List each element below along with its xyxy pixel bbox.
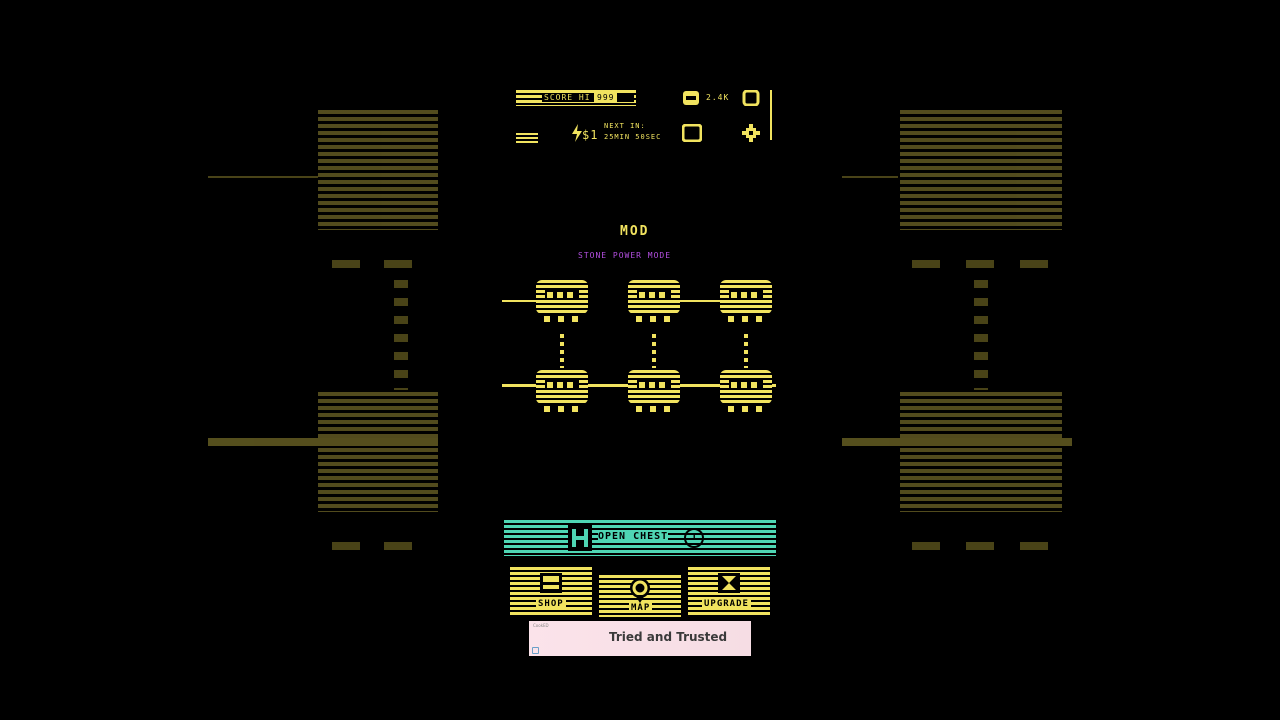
connector-vertical [560, 334, 564, 368]
ad-banner[interactable]: CookED Tried and Trusted [529, 621, 751, 656]
stage-node-glyph [637, 290, 671, 300]
stage-node[interactable] [720, 370, 772, 414]
settings-gear-icon[interactable] [742, 124, 760, 146]
score-label: SCORE HI [544, 93, 591, 102]
score-value: 999 [594, 93, 618, 102]
next-in-label: NEXT IN: [604, 122, 646, 130]
connector-vertical [744, 334, 748, 368]
gem-icon [742, 89, 760, 107]
backdrop-block [318, 110, 438, 230]
backdrop-leg [394, 280, 408, 390]
stage-map [502, 278, 778, 428]
backdrop-foot [912, 260, 940, 268]
open-chest-label: OPEN CHEST [598, 531, 669, 542]
shop-icon [540, 573, 562, 597]
backdrop-block [318, 392, 438, 512]
coin-icon [682, 90, 700, 106]
stage-node-legs [542, 316, 582, 324]
lightning-icon [570, 124, 584, 146]
stage-node-glyph [637, 380, 671, 390]
coins-value: 2.4K [706, 93, 730, 102]
backdrop-foot [384, 542, 412, 550]
backdrop-leg [974, 280, 988, 390]
backdrop-line [208, 438, 438, 446]
map-button[interactable]: MAP [599, 575, 681, 617]
right-backdrop-panel [842, 110, 1072, 580]
stage-node-glyph [729, 380, 763, 390]
upgrade-button[interactable]: UPGRADE [688, 567, 770, 615]
connector-line [680, 300, 720, 302]
game-screen: SCORE HI 999 2.4K 0 $1 NEXT IN: 25MIN 50… [438, 0, 842, 720]
backdrop-block [900, 392, 1062, 512]
stage-node[interactable] [628, 370, 680, 414]
map-pin-icon [627, 577, 653, 607]
connector-line [502, 300, 538, 302]
backdrop-foot [384, 260, 412, 268]
currency-value: $1 [582, 128, 599, 142]
mode-subtitle: STONE POWER MODE [578, 251, 672, 260]
stage-node-glyph [545, 290, 579, 300]
stage-node-legs [726, 406, 766, 414]
ad-text: Tried and Trusted [609, 630, 728, 644]
backdrop-foot [966, 542, 994, 550]
backdrop-block [900, 110, 1062, 230]
stage-node-legs [634, 406, 674, 414]
stage-node-legs [634, 316, 674, 324]
stage-node-glyph [729, 290, 763, 300]
left-backdrop-panel [208, 110, 438, 580]
stage-node-glyph [545, 380, 579, 390]
stage-node[interactable] [628, 280, 680, 324]
backdrop-line [842, 176, 898, 178]
score-panel: SCORE HI 999 [542, 93, 634, 102]
chest-small-icon[interactable] [681, 123, 703, 146]
backdrop-foot [332, 542, 360, 550]
shop-label: SHOP [536, 599, 566, 609]
stage-node[interactable] [536, 280, 588, 324]
stage-node[interactable] [720, 280, 772, 324]
hud-second-row: $1 NEXT IN: 25MIN 50SEC 0 [516, 122, 776, 144]
stage-node[interactable] [536, 370, 588, 414]
ad-source: CookED [533, 623, 549, 628]
menu-icon[interactable] [516, 128, 538, 147]
backdrop-foot [912, 542, 940, 550]
open-chest-count: 1 [684, 528, 704, 548]
stage-node-legs [542, 406, 582, 414]
upgrade-label: UPGRADE [702, 599, 751, 609]
hud-top-row: SCORE HI 999 2.4K 0 [516, 89, 776, 140]
stage-node-legs [726, 316, 766, 324]
backdrop-foot [966, 260, 994, 268]
backdrop-line [842, 438, 1072, 446]
next-in-value: 25MIN 50SEC [604, 133, 662, 141]
hud-divider [770, 90, 772, 140]
chest-icon [568, 525, 592, 555]
hourglass-icon [718, 573, 740, 597]
mode-title: MOD [620, 224, 650, 239]
backdrop-line [208, 176, 318, 178]
backdrop-foot [332, 260, 360, 268]
map-label: MAP [629, 603, 653, 613]
shop-button[interactable]: SHOP [510, 567, 592, 615]
connector-vertical [652, 334, 656, 368]
ad-choices-icon[interactable] [532, 647, 539, 654]
open-chest-button[interactable]: OPEN CHEST 1 [504, 520, 776, 556]
backdrop-foot [1020, 260, 1048, 268]
backdrop-foot [1020, 542, 1048, 550]
